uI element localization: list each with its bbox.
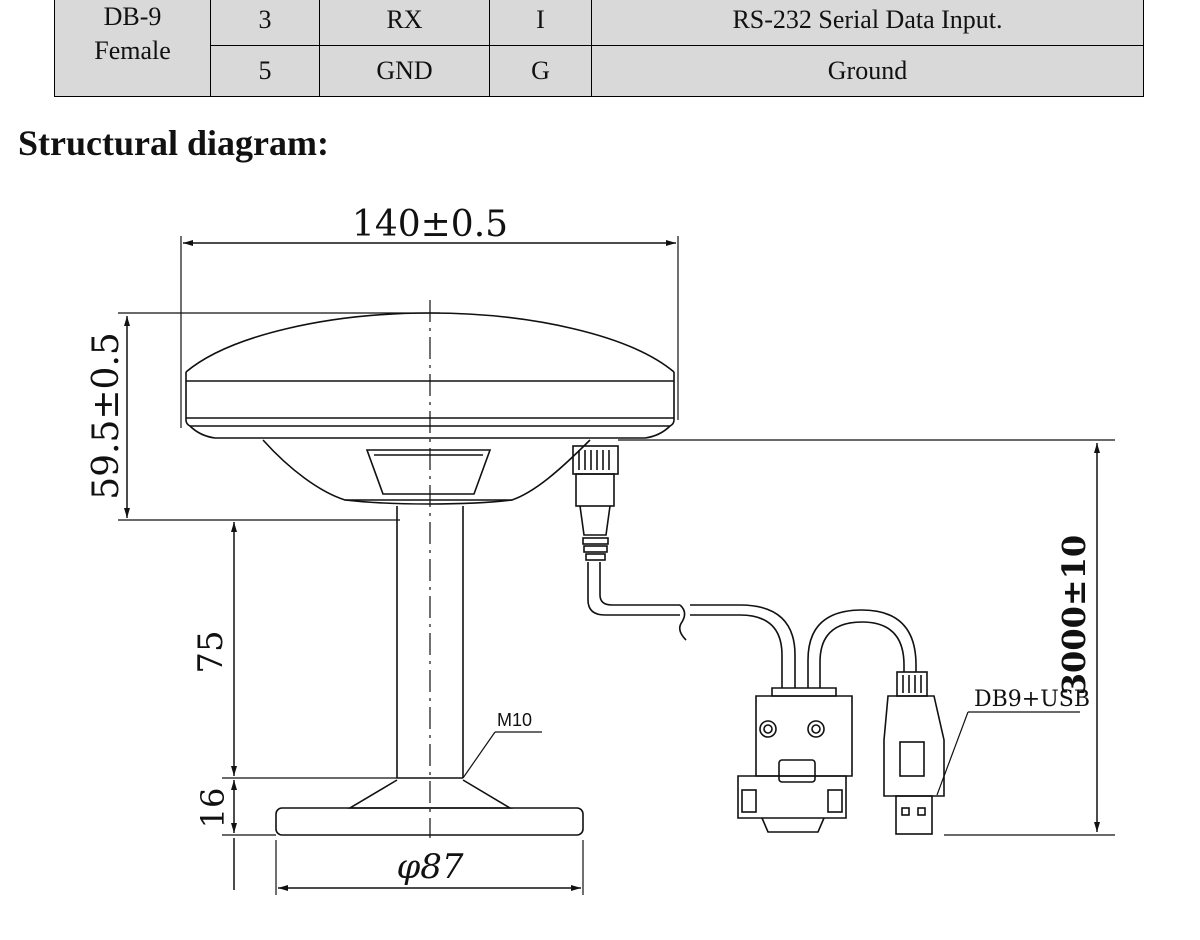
db9-connector [737, 687, 853, 833]
cable-length-dimension: 3000±10 [1055, 535, 1093, 695]
pin-table: DB-9 Female 3 RX I RS-232 Serial Data In… [54, 0, 1144, 97]
usb-connector [883, 671, 945, 835]
pole-height-dimension: 75 [191, 630, 231, 673]
table-row: DB-9 Female 3 RX I RS-232 Serial Data In… [54, 0, 1144, 97]
table-row: 5 GND G Ground [55, 45, 1144, 97]
base-diameter-dimension: φ87 [396, 847, 463, 887]
cable [587, 562, 917, 688]
connector-group-label: DB-9 Female [94, 1, 171, 65]
base-height-dimension: 16 [194, 788, 232, 829]
connector-label: DB9+USB [974, 687, 1090, 712]
connector-group-cell: DB-9 Female [54, 0, 211, 97]
section-heading: Structural diagram: [18, 123, 329, 163]
width-dimension: 140±0.5 [352, 204, 508, 245]
pin-cell: 5 [210, 45, 320, 97]
description-cell: Ground [591, 45, 1144, 97]
mounting-pole [275, 506, 584, 836]
signal-name-cell: GND [319, 45, 490, 97]
thread-label: M10 [497, 710, 532, 730]
height-dimension: 59.5±0.5 [86, 332, 127, 500]
cable-connector [572, 445, 619, 561]
signal-type-cell: G [489, 45, 592, 97]
signal-name-cell: RX [319, 0, 490, 46]
